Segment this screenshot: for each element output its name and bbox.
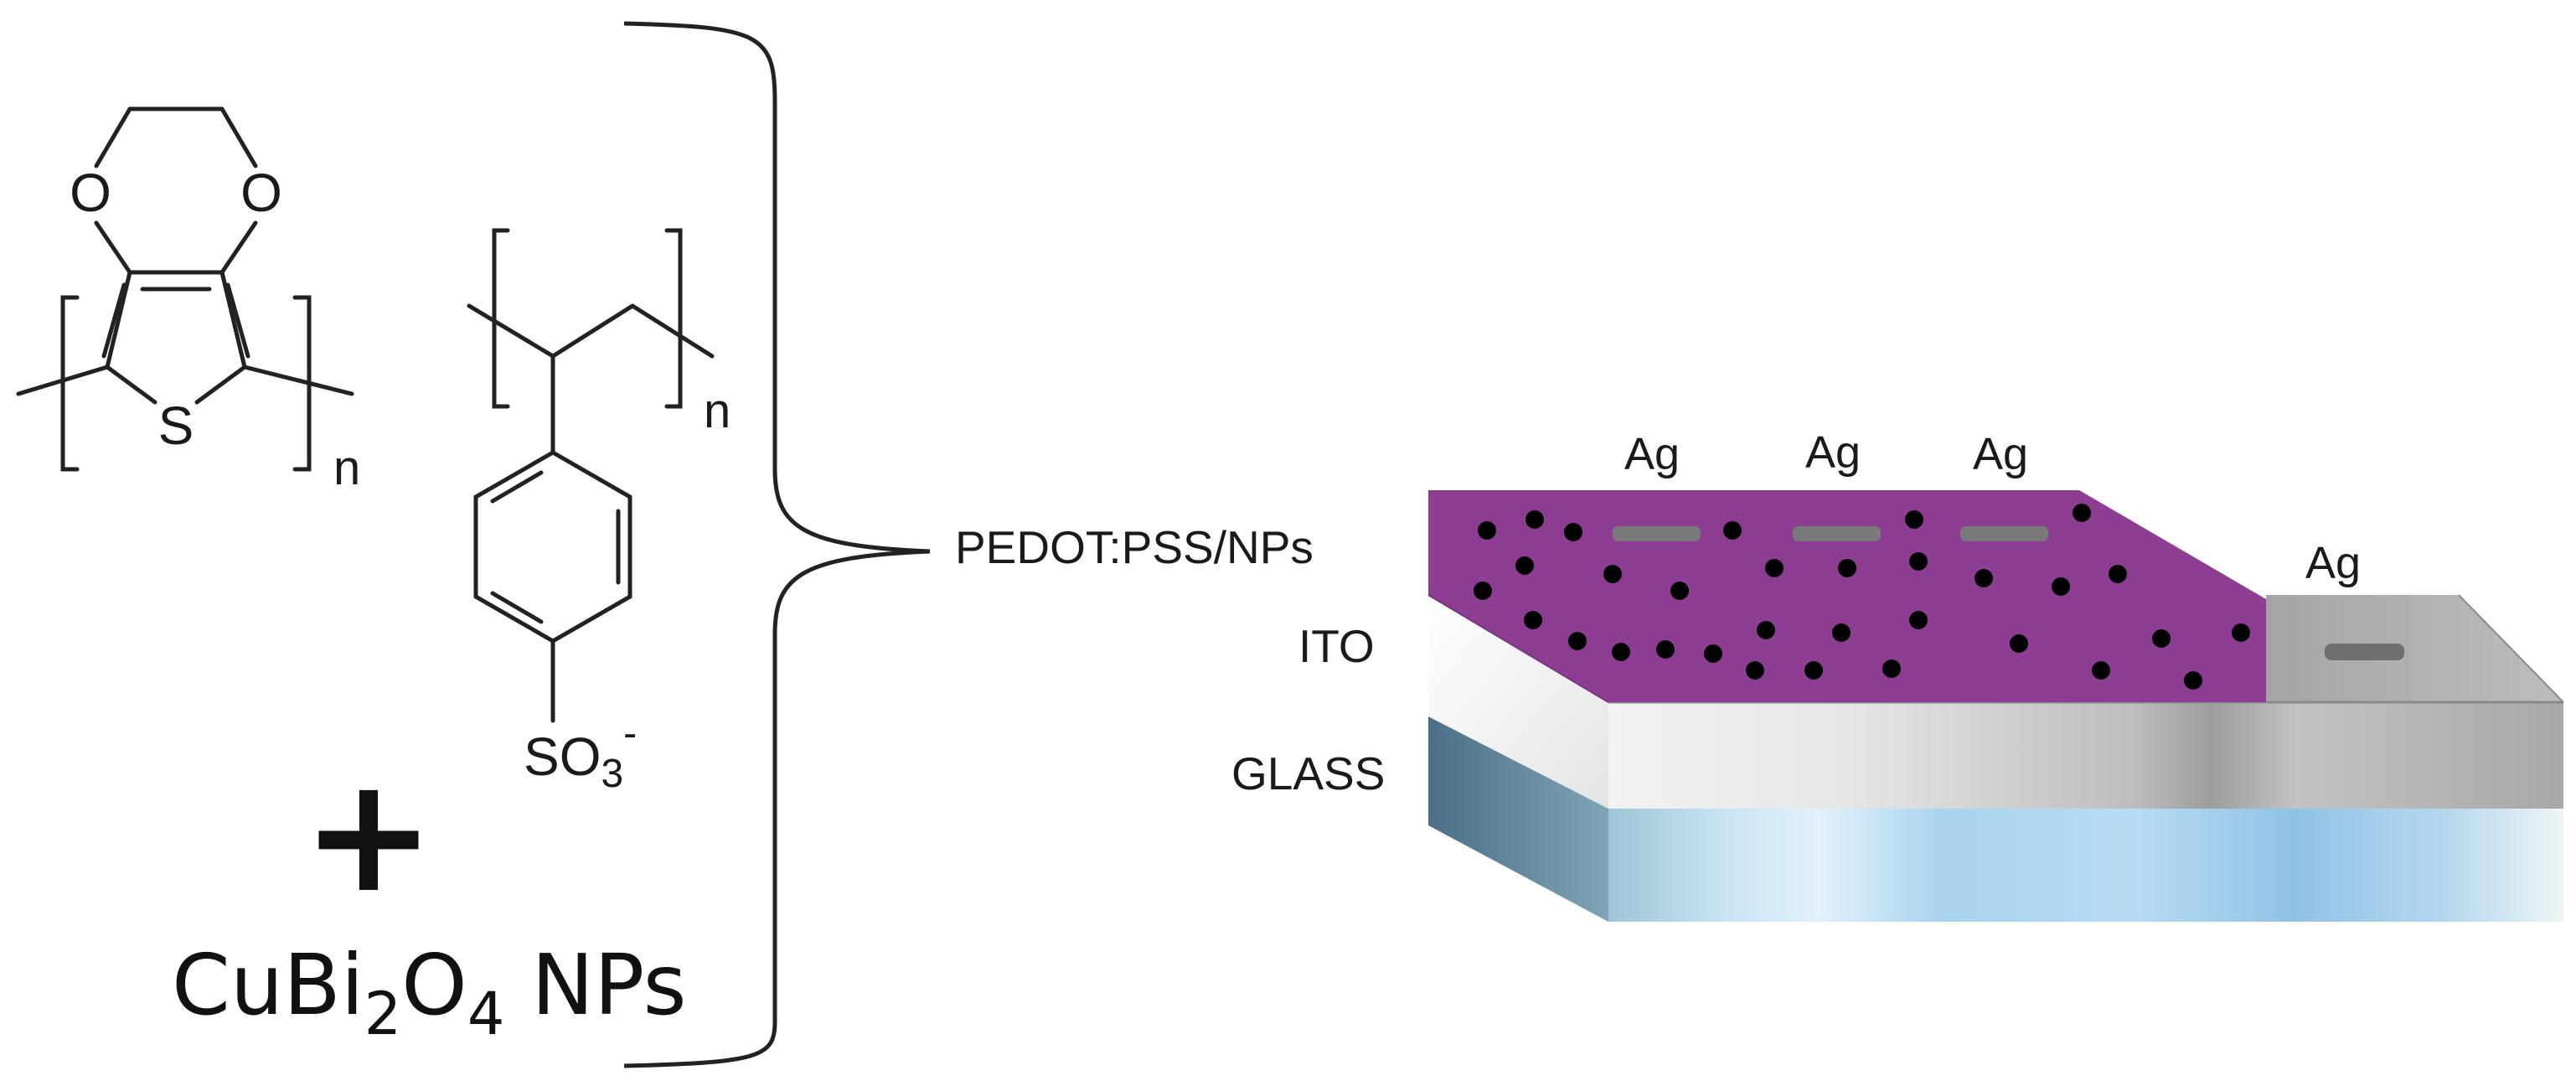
ag-pad-side [2325,644,2404,660]
glass-side [1428,716,1608,922]
ito-front [1608,702,2563,809]
composition-brace [623,21,931,1068]
pedot-oxygen-left: O [70,163,111,223]
ag-label-3: Ag [1973,429,2028,479]
label-glass: GLASS [1231,747,1385,799]
label-ito: ITO [1298,620,1375,672]
ag-label-1: Ag [1624,429,1680,479]
nanoparticle-dots [1474,504,2250,690]
pedot-structure [16,106,354,472]
plus-sign: + [302,742,435,928]
ito-side [1428,595,1608,809]
pedot-repeat-n: n [333,441,360,495]
label-active-layer: PEDOT:PSS/NPs [955,521,1314,573]
ag-pad-3 [1960,526,2048,541]
active-layer [1428,490,2266,702]
ag-label-2: Ag [1805,427,1861,478]
pss-structure [467,228,715,723]
pedot-oxygen-right: O [240,163,282,223]
ito-top-right [2266,595,2563,702]
pedot-sulfur: S [158,396,194,456]
glass-front [1608,809,2563,922]
pss-sulfonate: SO3- [524,711,637,796]
ag-pad-2 [1793,526,1881,541]
ag-pad-1 [1613,526,1701,541]
pss-repeat-n: n [704,384,730,438]
ag-label-side: Ag [2305,538,2361,588]
nanoparticle-label: CuBi2O4 NPs [172,936,687,1048]
